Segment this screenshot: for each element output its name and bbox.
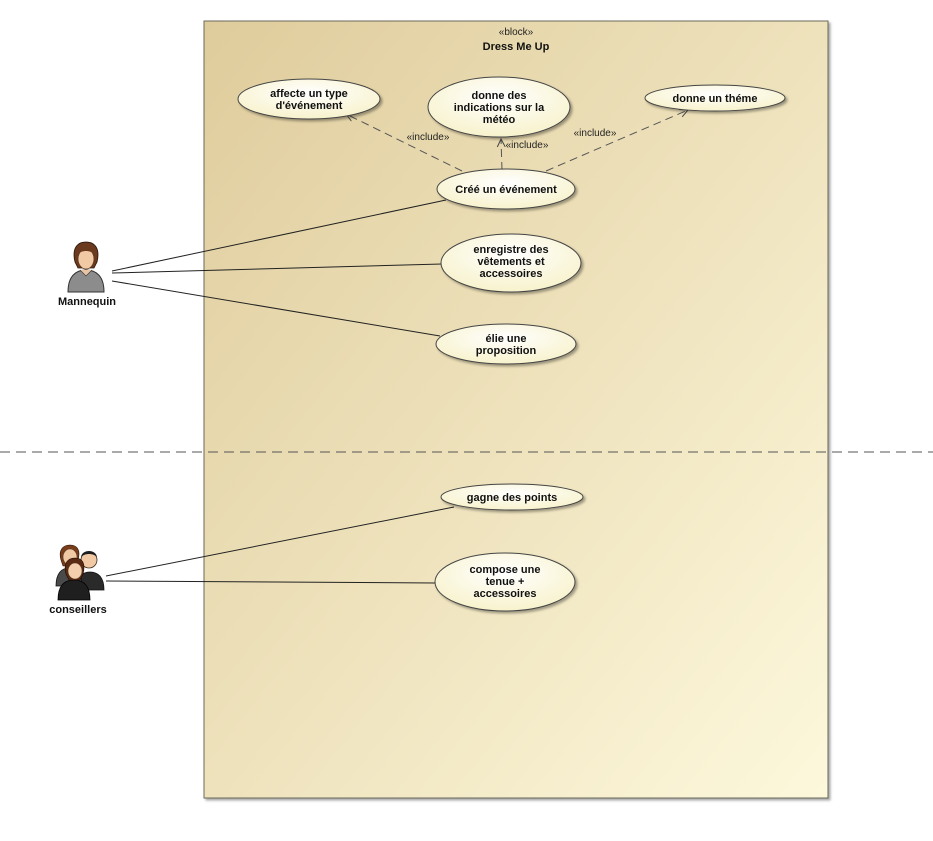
include-arrow-meteo [501,139,502,171]
use-case-affecte-type[interactable]: affecte un type d'événement [237,78,381,120]
actor-label: Mannequin [58,296,116,308]
use-case-label: d'événement [276,100,343,112]
block-stereotype: «block» [499,27,534,38]
use-case-label: météo [483,114,516,126]
include-dependencies [346,110,688,172]
association-mannequin-cree [111,199,447,272]
use-case-theme[interactable]: donne un théme [644,84,786,112]
include-label: «include» [574,128,617,139]
use-case-label: affecte un type [270,88,348,100]
actor-label: conseillers [49,604,106,616]
use-case-label: vêtements et [477,256,545,268]
actor-mannequin[interactable]: Mannequin [58,241,116,308]
use-case-label: élie une [486,333,527,345]
association-conseillers-compose [105,580,436,584]
use-case-label: tenue + [486,576,525,588]
use-case-label: accessoires [474,588,537,600]
use-case-label: Créé un événement [455,184,557,196]
associations [105,199,455,584]
use-case-cree-evenement[interactable]: Créé un événement [436,168,576,210]
use-case-meteo[interactable]: donne des indications sur la météo [427,76,571,138]
use-case-label: accessoires [480,268,543,280]
group-users-icon [55,544,105,601]
include-arrow-type [346,114,463,172]
use-case-label: donne un théme [673,93,758,105]
use-case-compose-tenue[interactable]: compose une tenue + accessoires [434,552,576,612]
use-case-label: proposition [476,345,537,357]
use-case-label: enregistre des [473,244,548,256]
block-title: Dress Me Up [483,41,550,53]
use-case-label: gagne des points [467,492,557,504]
use-case-gagne-points[interactable]: gagne des points [440,483,584,511]
use-case-enregistre[interactable]: enregistre des vêtements et accessoires [440,233,582,293]
use-case-label: compose une [470,564,541,576]
use-case-elie[interactable]: élie une proposition [435,323,577,365]
use-case-label: donne des [471,90,526,102]
woman-user-icon [67,241,105,293]
association-mannequin-enregistre [111,263,443,274]
system-block: «block» Dress Me Up [203,20,829,799]
include-label: «include» [407,132,450,143]
association-conseillers-gagne [105,506,455,577]
association-mannequin-elie [111,280,441,337]
use-case-label: indications sur la [454,102,545,114]
actor-conseillers[interactable]: conseillers [49,544,107,616]
include-label: «include» [506,140,549,151]
